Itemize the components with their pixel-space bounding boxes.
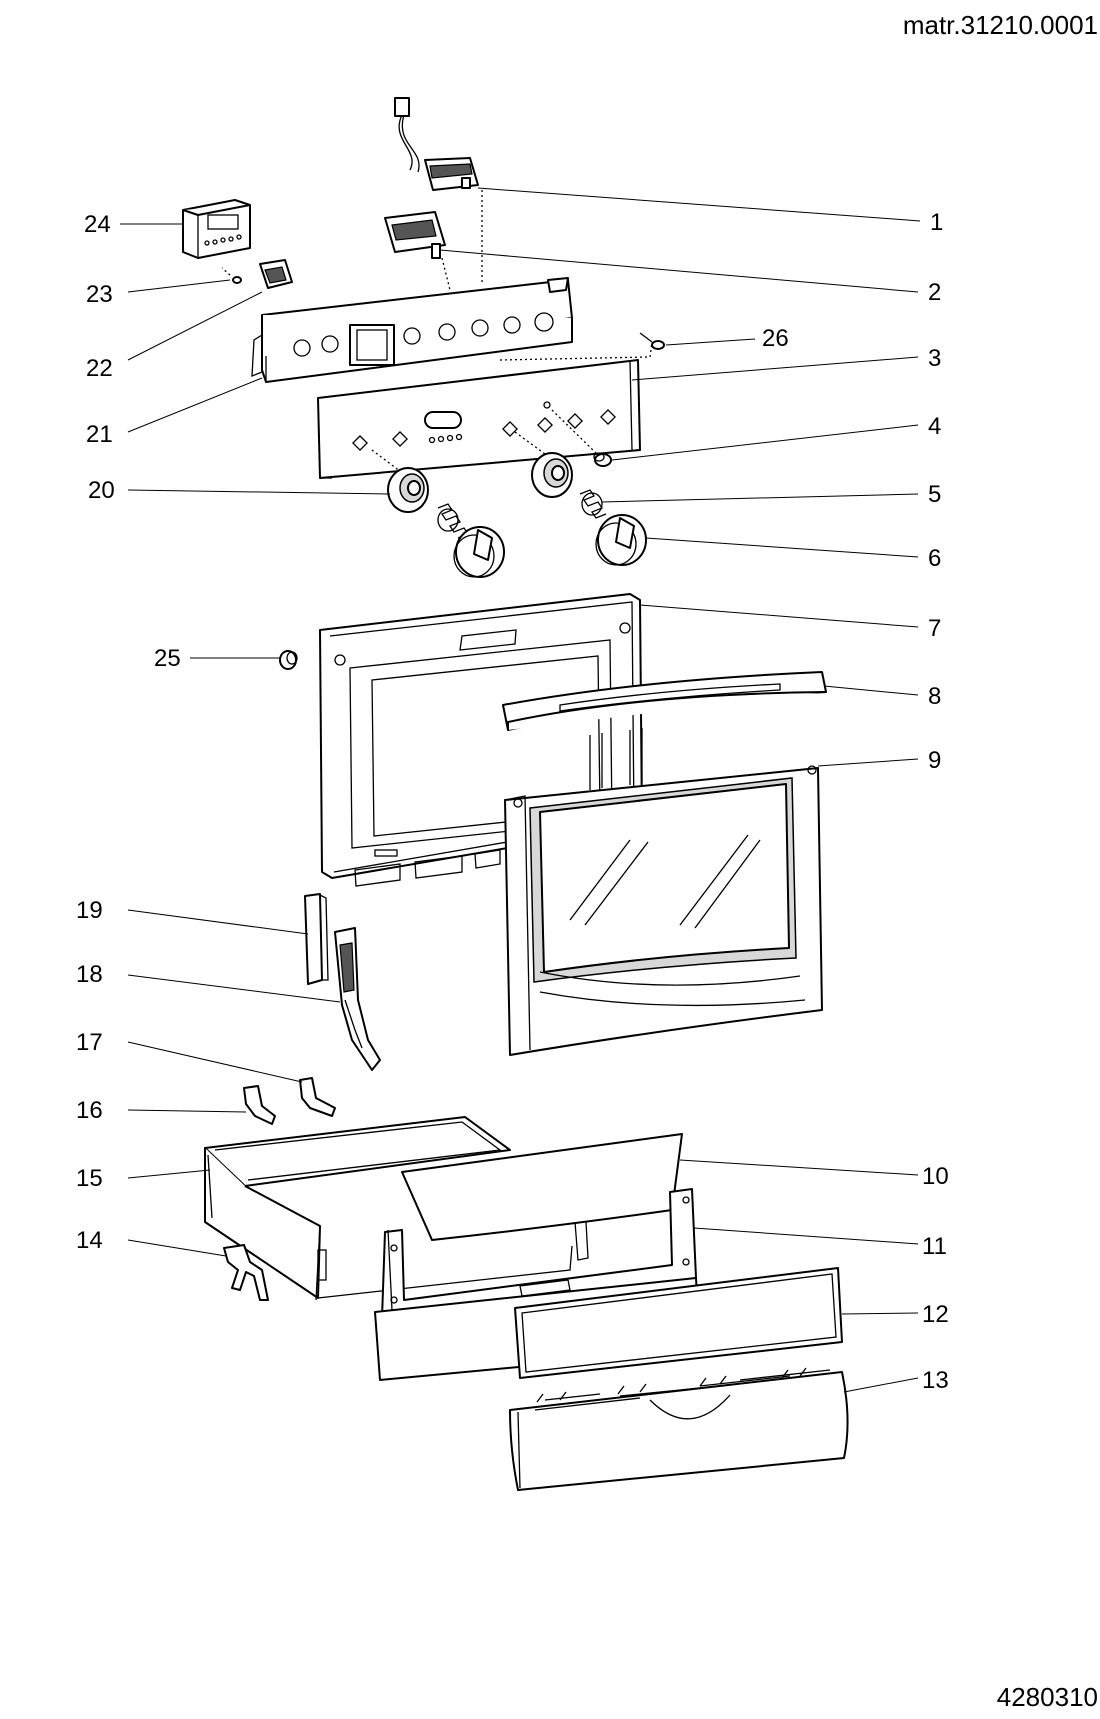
part-22-bracket: [259, 259, 293, 289]
part-20-knob-bezel-left: [387, 467, 429, 513]
part-2-switch: [384, 211, 446, 259]
part-26-sensor: [639, 332, 665, 350]
part-14-bracket: [223, 1244, 269, 1301]
callout-19: 19: [76, 897, 103, 924]
callout-13: 13: [922, 1367, 949, 1394]
callout-5: 5: [928, 481, 941, 508]
callout-8: 8: [928, 683, 941, 710]
part-8-door-handle: [502, 671, 827, 731]
document-reference-code: matr.31210.0001: [902, 10, 1098, 40]
callout-20: 20: [88, 477, 115, 504]
part-5-spring-right: [579, 489, 607, 519]
part-23-pin: [221, 267, 242, 284]
part-6-knob-right: [595, 514, 647, 566]
part-20-knob-bezel-right: [531, 452, 573, 498]
callout-numbers: 1 2 3 4 5 6 7 8 9 10 11 12 13 14 15 16 1…: [76, 209, 949, 1394]
callout-12: 12: [922, 1301, 949, 1328]
callout-16: 16: [76, 1097, 103, 1124]
callout-4: 4: [928, 413, 941, 440]
callout-10: 10: [922, 1163, 949, 1190]
callout-3: 3: [928, 345, 941, 372]
part-12-drawer-glass: [514, 1267, 843, 1379]
part-1-selector-switch: [394, 97, 479, 191]
part-21-control-panel-frame: [251, 277, 573, 383]
part-9-outer-door-glass: [504, 765, 823, 1056]
part-3-control-panel: [317, 359, 641, 479]
callout-6: 6: [928, 545, 941, 572]
callout-23: 23: [86, 281, 113, 308]
callout-15: 15: [76, 1165, 103, 1192]
part-25-foot: [279, 650, 298, 670]
callout-2: 2: [928, 279, 941, 306]
part-13-drawer-front: [509, 1367, 849, 1491]
callout-11: 11: [922, 1233, 947, 1260]
callout-1: 1: [930, 209, 943, 236]
drawing-number: 4280310: [996, 1682, 1098, 1712]
part-19-hinge-cover: [304, 893, 329, 985]
callout-14: 14: [76, 1227, 103, 1254]
callout-17: 17: [76, 1029, 103, 1056]
callout-18: 18: [76, 961, 103, 988]
part-18-door-hinge: [334, 927, 381, 1071]
part-10-drawer-back-plate: [401, 1133, 683, 1241]
callout-26: 26: [762, 325, 789, 352]
part-5-spring-left: [437, 503, 469, 539]
part-24-timer: [182, 199, 251, 259]
callout-24: 24: [84, 211, 111, 238]
part-17-clip: [299, 1077, 336, 1117]
callout-25: 25: [154, 645, 181, 672]
callout-22: 22: [86, 355, 113, 382]
callout-7: 7: [928, 615, 941, 642]
part-6-knob-left: [453, 526, 505, 578]
part-4-push-button: [593, 452, 612, 467]
callout-21: 21: [86, 421, 113, 448]
part-15-drawer-tray: [204, 1116, 573, 1301]
part-16-clip: [243, 1085, 276, 1125]
leader-lines: [120, 187, 921, 1393]
callout-9: 9: [928, 747, 941, 774]
